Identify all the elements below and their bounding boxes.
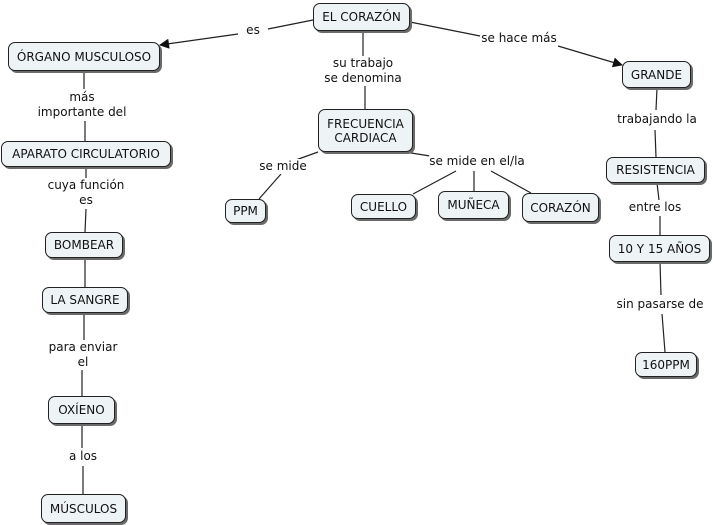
node-label: BOMBEAR	[53, 238, 115, 252]
connector	[412, 170, 457, 195]
connector	[409, 21, 481, 37]
link-label-se-mide: se mide	[259, 159, 307, 174]
concept-node-cuello[interactable]: CUELLO	[351, 194, 416, 219]
link-label-se-hace-mas: se hace más	[481, 31, 557, 46]
link-label-para-enviar: para enviar el	[48, 340, 118, 370]
node-label: OXÍENO	[58, 403, 105, 417]
concept-node-oxieno[interactable]: OXÍENO	[48, 396, 115, 424]
link-label-su-trabajo: su trabajo se denomina	[324, 56, 402, 86]
concept-node-organo-musculoso[interactable]: ÓRGANO MUSCULOSO	[8, 42, 160, 71]
node-label: FRECUENCIA CARDIACA	[327, 116, 404, 145]
node-label: APARATO CIRCULATORIO	[12, 147, 160, 161]
link-label-a-los: a los	[68, 449, 98, 464]
concept-node-aparato-circulatorio[interactable]: APARATO CIRCULATORIO	[1, 141, 171, 167]
concept-node-la-sangre[interactable]: LA SANGRE	[42, 287, 128, 313]
connector	[404, 151, 431, 157]
link-label-trabajando: trabajando la	[617, 112, 697, 127]
link-label-entre-los: entre los	[628, 200, 682, 215]
link-label-cuya-funcion: cuya función es	[47, 178, 125, 208]
concept-node-bombear[interactable]: BOMBEAR	[45, 232, 123, 258]
connector	[661, 313, 666, 353]
connector	[258, 173, 282, 200]
connector-arrow	[159, 33, 239, 49]
link-label-sin-pasarse: sin pasarse de	[616, 297, 704, 312]
node-label: GRANDE	[630, 67, 683, 82]
concept-node-160ppm[interactable]: 160PPM	[635, 352, 697, 377]
connector	[84, 208, 87, 233]
concept-node-corazon[interactable]: CORAZÓN	[522, 193, 599, 222]
connector	[490, 170, 532, 194]
concept-node-muneca[interactable]: MUÑECA	[438, 191, 509, 219]
node-label: 10 Y 15 AÑOS	[617, 241, 702, 256]
concept-node-frecuencia-cardiaca[interactable]: FRECUENCIA CARDIACA	[318, 109, 413, 152]
node-label: MÚSCULOS	[49, 501, 118, 516]
link-label-se-mide-en: se mide en el/la	[429, 154, 525, 169]
concept-node-grande[interactable]: GRANDE	[622, 61, 691, 88]
node-label: CUELLO	[359, 199, 408, 214]
node-label: ÓRGANO MUSCULOSO	[16, 49, 152, 64]
link-label-mas-importante: más importante del	[37, 90, 127, 120]
node-label: MUÑECA	[447, 198, 500, 212]
connector	[656, 182, 660, 201]
node-label: RESISTENCIA	[616, 163, 695, 177]
node-label: PPM	[233, 204, 258, 218]
concept-node-el-corazon[interactable]: EL CORAZÓN	[313, 3, 410, 31]
node-label: EL CORAZÓN	[322, 10, 401, 24]
connector	[659, 261, 662, 296]
node-label: LA SANGRE	[50, 293, 120, 307]
connector-arrow	[557, 45, 623, 68]
connector	[655, 87, 658, 111]
concept-node-ppm[interactable]: PPM	[225, 199, 266, 223]
node-label: 160PPM	[642, 357, 690, 372]
concept-node-10-y-15-anos[interactable]: 10 Y 15 AÑOS	[609, 235, 710, 262]
link-label-es: es	[246, 23, 260, 38]
connector	[267, 19, 314, 30]
concept-node-musculos[interactable]: MÚSCULOS	[41, 494, 126, 523]
concept-node-resistencia[interactable]: RESISTENCIA	[606, 157, 705, 183]
node-label: CORAZÓN	[530, 200, 591, 215]
connector	[654, 129, 657, 158]
